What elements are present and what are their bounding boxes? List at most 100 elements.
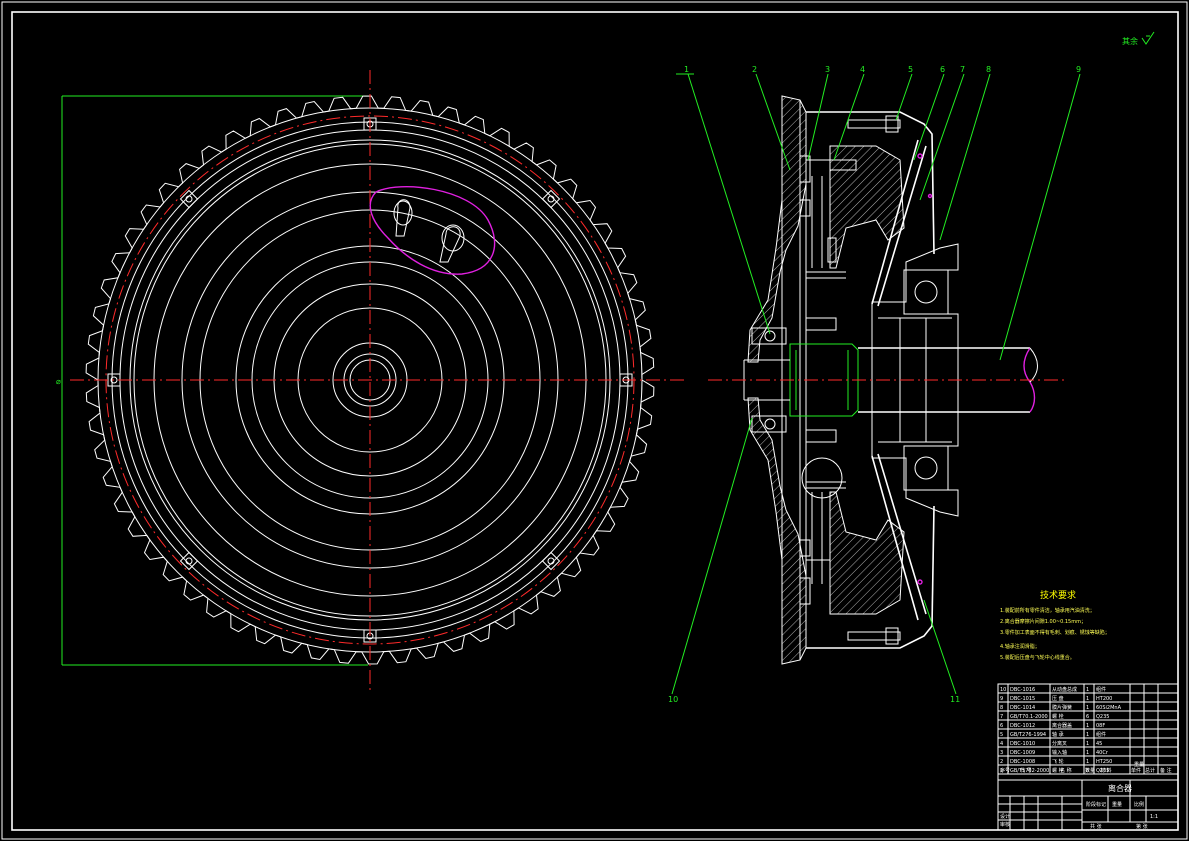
bom-qty: 6	[1086, 714, 1089, 720]
bom-qty: 1	[1086, 759, 1089, 765]
bom-name: 螺 栓	[1052, 767, 1064, 774]
bom-index: 10	[1000, 687, 1006, 693]
bom-material: HT200	[1096, 696, 1112, 702]
bolt-hole	[541, 551, 561, 571]
splined-hub	[789, 343, 859, 417]
slot-1	[395, 199, 411, 237]
tech-item: 1.装配前所有零件清洁，轴承用汽油清洗；	[1000, 607, 1095, 614]
assembly-name: 离合器	[1108, 783, 1132, 793]
label-scale: 比例	[1134, 801, 1144, 808]
bom-header: 代 号	[1020, 767, 1032, 774]
bom-mass-header: 重量	[1134, 761, 1144, 768]
bom-index: 5	[1000, 732, 1003, 738]
bom-name: 分离叉	[1052, 740, 1067, 747]
bom-qty: 1	[1086, 723, 1089, 729]
bom-qty: 1	[1086, 705, 1089, 711]
bom-index: 8	[1000, 705, 1003, 711]
bom-index: 2	[1000, 759, 1003, 765]
part-number: 1	[684, 65, 689, 74]
roughness-note: 其余	[1122, 36, 1138, 46]
bom-header: 数量	[1085, 767, 1095, 774]
tech-item: 2.离合器摩擦片间隙1.00~0.15mm；	[1000, 618, 1086, 625]
part-number: 5	[908, 65, 913, 74]
bom-material: 组件	[1096, 686, 1106, 693]
label-designer: 设计	[1000, 813, 1010, 820]
bom-material: 45	[1096, 741, 1102, 747]
pressure-plate-upper	[829, 145, 905, 269]
bom-header: 备 注	[1160, 767, 1172, 774]
bom-qty: 1	[1086, 750, 1089, 756]
svg-text:⌀: ⌀	[56, 377, 61, 386]
bolt-hole-center	[547, 195, 555, 203]
bom-header: 单件	[1131, 767, 1141, 774]
bom-name: 膜片弹簧	[1052, 704, 1072, 711]
bom-name: 从动盘总成	[1052, 686, 1077, 693]
bom-code: GB/T5782-2000	[1010, 768, 1049, 774]
bom-code: DBC-1008	[1010, 759, 1035, 765]
damper-spring-section	[801, 457, 843, 499]
bom-name: 输入轴	[1052, 749, 1067, 756]
bolt-hole	[179, 189, 199, 209]
bom-index: 1	[1000, 768, 1003, 774]
bom-material: Q235	[1096, 714, 1109, 720]
bom-material: Q235	[1096, 768, 1109, 774]
part-number: 7	[960, 65, 965, 74]
section-view	[708, 95, 1068, 665]
release-bearing-housing	[871, 243, 959, 517]
label-stage: 阶段标记	[1086, 801, 1106, 808]
label-sheets: 共 张	[1090, 823, 1102, 830]
bom-qty: 1	[1086, 741, 1089, 747]
bom-code: DBC-1014	[1010, 705, 1035, 711]
part-number-labels: 1 2 3 4 5 6 7 8 9 10 11	[668, 65, 1081, 704]
label-review: 审核	[1000, 821, 1010, 828]
bom-code: DBC-1012	[1010, 723, 1035, 729]
bom-material: 组件	[1096, 731, 1106, 738]
bom-header: 序号	[1000, 767, 1010, 774]
cover-bolt-bottom	[847, 631, 901, 641]
bom-header: 材 料	[1100, 767, 1112, 774]
bolt-hole-center	[185, 557, 193, 565]
input-shaft	[858, 347, 1030, 413]
cover-bolt-top	[847, 119, 901, 129]
tech-item: 3.零件加工表面不得有毛刺、划痕、锈蚀等缺陷；	[1000, 629, 1110, 636]
bom-name: 离合器盖	[1052, 722, 1072, 729]
bom-material: 08F	[1096, 723, 1105, 729]
bolt-hole-center	[185, 195, 193, 203]
title-block-grid	[998, 796, 1178, 830]
front-view: ⌀	[56, 70, 688, 690]
bom-name: 压 盘	[1052, 695, 1064, 702]
bom-material: 40Cr	[1096, 750, 1109, 756]
bom-index: 4	[1000, 741, 1003, 747]
bom-index: 6	[1000, 723, 1003, 729]
bolt-hole-center	[110, 376, 118, 384]
bom-qty: 1	[1086, 687, 1089, 693]
bom-code: DBC-1016	[1010, 687, 1035, 693]
bom-code: DBC-1010	[1010, 741, 1035, 747]
local-section-outline	[369, 186, 496, 275]
bom-name: 飞 轮	[1052, 758, 1064, 765]
bom-material: 60Si2MnA	[1096, 705, 1122, 711]
bom-header: 名 称	[1060, 767, 1072, 774]
release-bearing-ball-upper	[914, 280, 938, 304]
tech-title: 技术要求	[1040, 589, 1076, 601]
part-number: 2	[752, 65, 757, 74]
pressure-plate-lower	[829, 491, 905, 615]
bom-code: DBC-1009	[1010, 750, 1035, 756]
bolt-hole-center	[547, 557, 555, 565]
diameter-dimension: ⌀	[56, 95, 368, 666]
bom-qty: 8	[1086, 768, 1089, 774]
part-number: 10	[668, 695, 678, 704]
part-number: 11	[950, 695, 960, 704]
part-number: 3	[825, 65, 830, 74]
flywheel-section-lower	[747, 397, 807, 665]
bom-material: HT250	[1096, 759, 1112, 765]
tech-item: 4.轴承注润滑脂；	[1000, 643, 1040, 650]
bom-index: 7	[1000, 714, 1003, 720]
bom-code: GB/T70.1-2000	[1010, 714, 1048, 720]
bolt-hole	[179, 551, 199, 571]
diaphragm-spring	[871, 139, 927, 621]
bom-qty: 1	[1086, 732, 1089, 738]
